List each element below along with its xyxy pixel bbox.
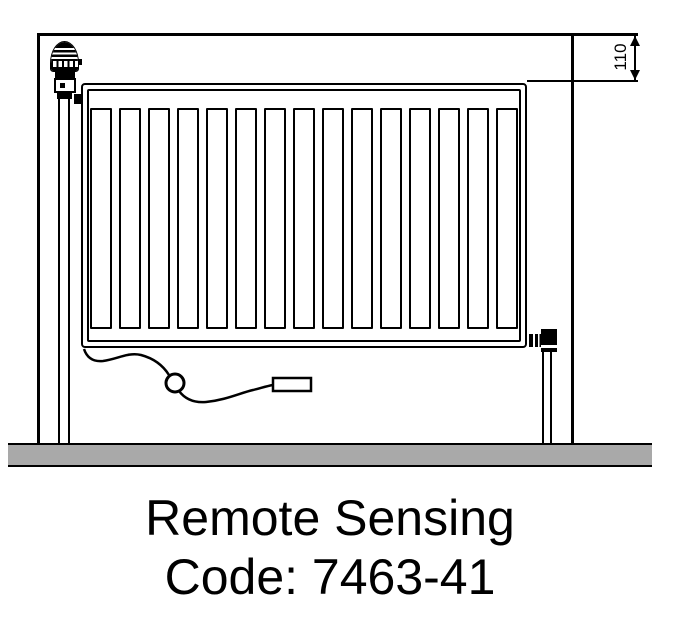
return-pipe-right (542, 352, 552, 443)
radiator-slat (351, 108, 373, 329)
lockshield-valve (541, 329, 557, 352)
valve-collar (55, 72, 75, 78)
radiator-slat (148, 108, 170, 329)
valve-head-cap (51, 42, 78, 48)
caption-code: Code: 7463-41 (164, 549, 496, 605)
caption-title: Remote Sensing (145, 490, 515, 546)
valve-head-indicator (78, 59, 82, 65)
lockshield-valve-slit (541, 345, 557, 348)
radiator-slat (90, 108, 112, 329)
radiator-slat (177, 108, 199, 329)
dimension-label: 110 (611, 43, 630, 71)
radiator-slat (409, 108, 431, 329)
radiator-slats (90, 108, 518, 329)
radiator-slat (119, 108, 141, 329)
dimension-extension-line (527, 80, 638, 82)
capillary-coil (164, 372, 186, 394)
dimension-arrow-up-icon (630, 36, 640, 46)
valve-head-base (51, 67, 78, 71)
valve-body (54, 78, 76, 93)
wall-top-line (37, 33, 638, 36)
capillary-tube-lower (178, 383, 274, 404)
radiator-slat (264, 108, 286, 329)
radiator-slat (206, 108, 228, 329)
thermostatic-valve-head (50, 41, 79, 72)
valve-head-stripes (51, 48, 78, 61)
radiator-slat (438, 108, 460, 329)
dimension-arrow-down-icon (630, 70, 640, 80)
lockshield-connector-nut (529, 334, 542, 347)
valve-head-scale (51, 61, 78, 67)
caption: Remote Sensing Code: 7463-41 (0, 489, 660, 607)
radiator-slat (322, 108, 344, 329)
radiator-slat (235, 108, 257, 329)
radiator-slat (467, 108, 489, 329)
radiator-slat (380, 108, 402, 329)
dimension-line (634, 35, 636, 81)
valve-radiator-connector (74, 94, 83, 104)
radiator-slat (496, 108, 518, 329)
valve-base-nut (57, 92, 72, 99)
capillary-tube-upper (82, 348, 171, 376)
floor (8, 443, 652, 467)
valve-body-detail (60, 83, 65, 88)
supply-pipe-left (58, 98, 70, 443)
wall-right-line (571, 33, 574, 443)
remote-sensor (271, 376, 313, 393)
wall-left-line (37, 33, 40, 443)
radiator-slat (293, 108, 315, 329)
